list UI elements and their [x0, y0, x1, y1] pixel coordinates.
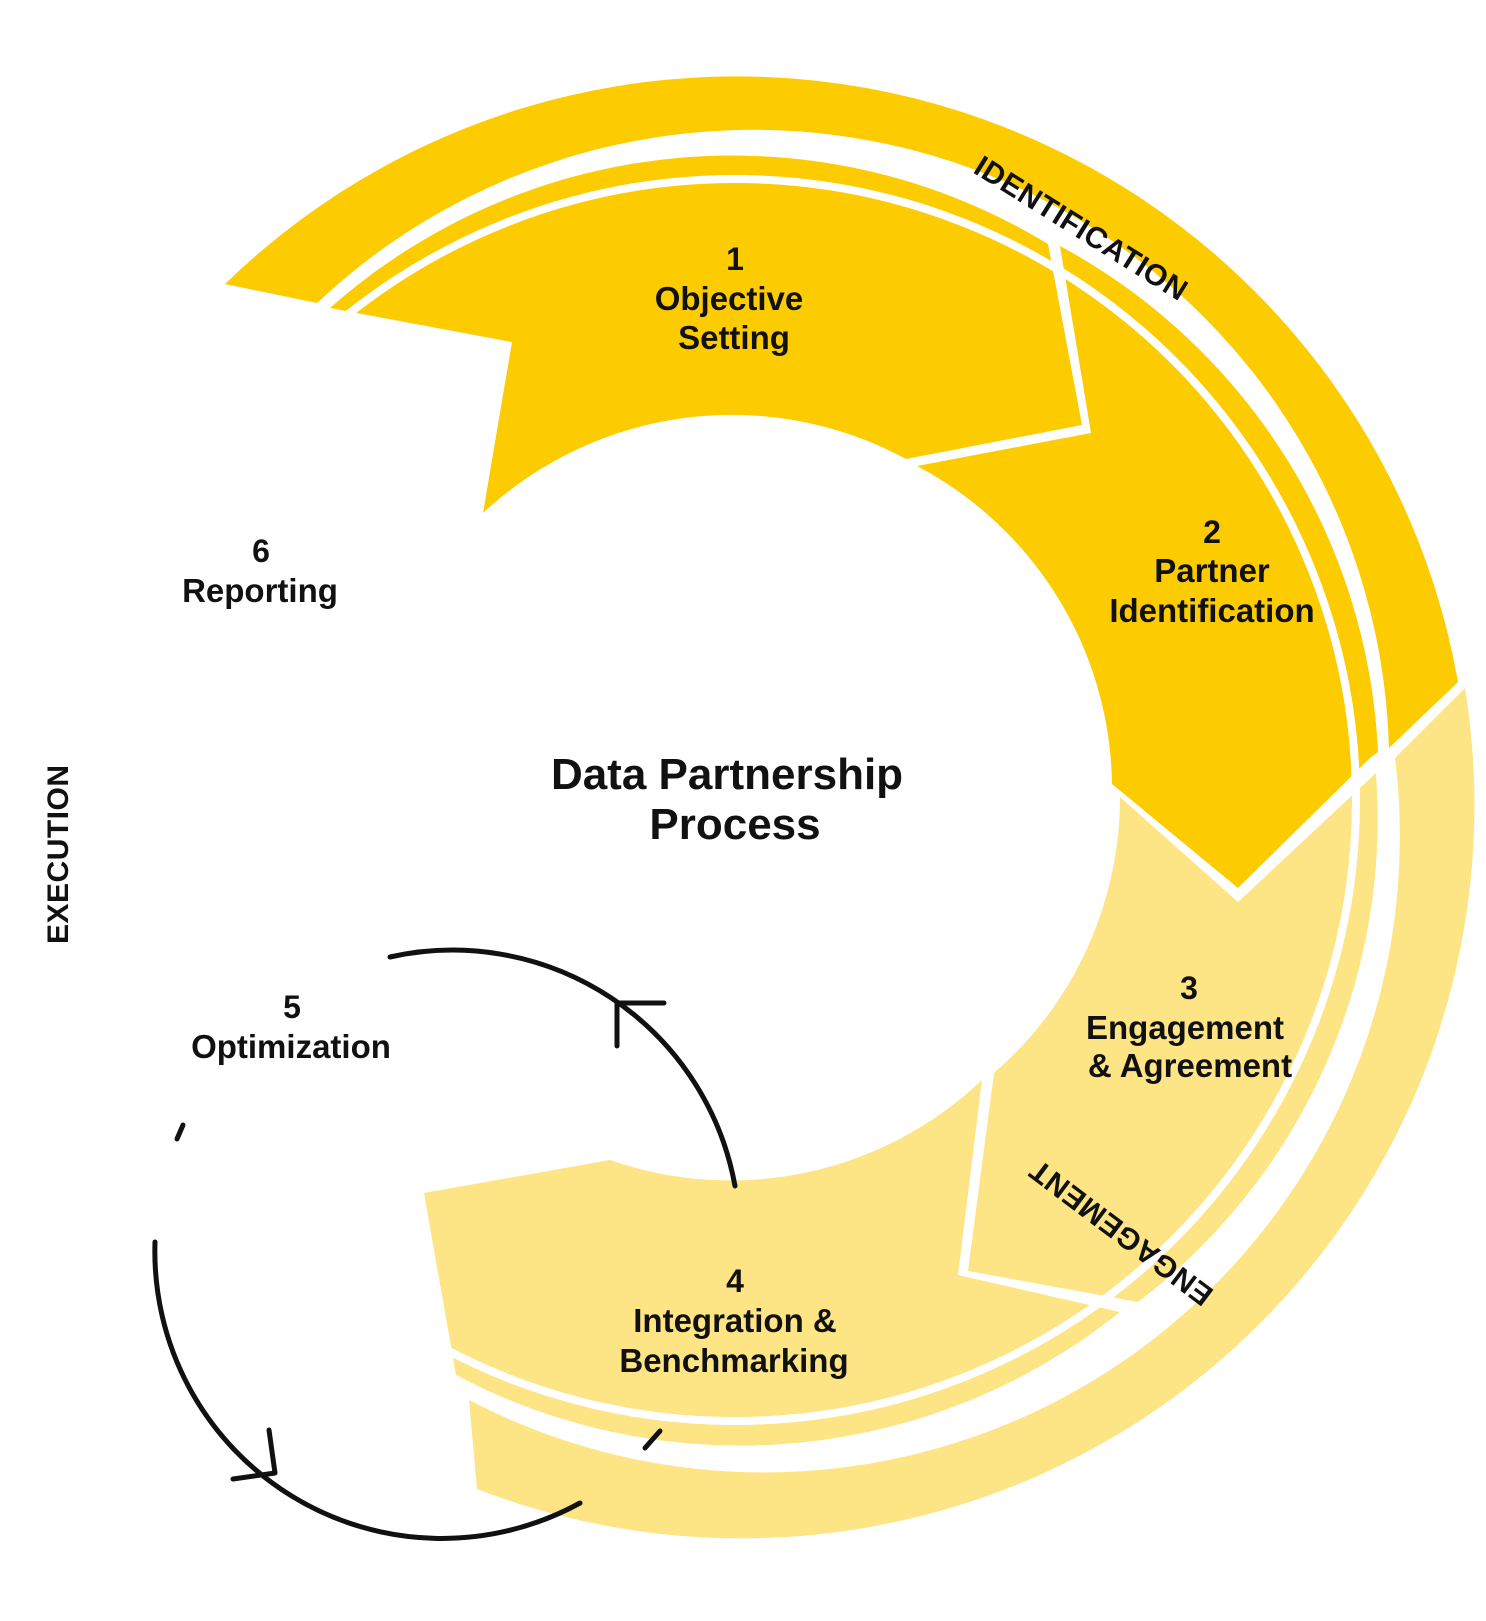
step-3-title-line-1: Engagement: [1086, 1009, 1284, 1046]
phase-label-execution: EXECUTION: [42, 764, 75, 944]
step-6-title-line-1: Reporting: [182, 572, 338, 609]
cycle-arrowhead-bottom: [230, 1427, 278, 1482]
cycle-arc-lower-tail: [642, 1428, 663, 1451]
step-3-number: 3: [1180, 970, 1198, 1006]
step-1-title-line-2: Setting: [678, 319, 790, 356]
step-2-label: 2 Partner Identification: [1109, 514, 1314, 629]
cycle-arrowhead-top: [614, 1000, 667, 1049]
center-title-line-2: Process: [649, 800, 820, 849]
step-4-title-line-1: Integration &: [633, 1302, 837, 1339]
step-3-label: 3 Engagement & Agreement: [1086, 970, 1292, 1084]
cycle-arc-upper: [387, 947, 738, 1189]
step-1-title-line-1: Objective: [655, 280, 804, 317]
step-2-title-line-1: Partner: [1154, 552, 1270, 589]
cycle-arc-lower: [152, 1239, 583, 1541]
step-6-label: 6 Reporting: [182, 533, 338, 609]
step-4-sector: [424, 1080, 1120, 1446]
step-5-number: 5: [283, 989, 301, 1025]
cycle-arc-left-tick: [174, 1122, 186, 1142]
step-1-sector: [330, 155, 1082, 513]
step-3-title-line-2: & Agreement: [1088, 1047, 1292, 1084]
ring-separator: [110, 175, 1360, 1425]
step-1-number: 1: [726, 241, 744, 277]
engagement-outer-band: [469, 688, 1475, 1539]
step-4-label: 4 Integration & Benchmarking: [619, 1263, 848, 1379]
inner-step-sectors: [330, 155, 1378, 1446]
step-5-label: 5 Optimization: [191, 989, 391, 1065]
step-1-label: 1 Objective Setting: [655, 241, 804, 356]
step-3-sector: [968, 773, 1378, 1302]
step-6-number: 6: [252, 533, 270, 569]
step-5-title-line-1: Optimization: [191, 1028, 391, 1065]
step-4-number: 4: [726, 1263, 744, 1299]
execution-cycle-arrow: [152, 947, 738, 1541]
step-2-number: 2: [1203, 514, 1221, 550]
step-2-title-line-2: Identification: [1109, 592, 1314, 629]
center-title-line-1: Data Partnership: [551, 750, 903, 799]
step-2-sector: [917, 246, 1378, 888]
step-4-title-line-2: Benchmarking: [619, 1342, 848, 1379]
identification-outer-band: [225, 76, 1458, 749]
